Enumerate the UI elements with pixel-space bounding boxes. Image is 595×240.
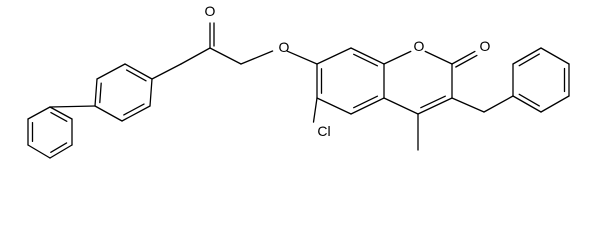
biphenyl-ring-bond <box>121 105 151 122</box>
chlorine-label: Cl <box>317 123 330 139</box>
benzyl-aryl-bond <box>483 95 514 113</box>
benzyl-phenyl-ring-bond <box>540 95 570 113</box>
ether-oxygen-label: O <box>279 39 290 55</box>
coumarin-benzo-ring-bond <box>350 47 385 65</box>
benzyl-phenyl-ring-bond <box>540 47 570 65</box>
phenyl-ring-double-bond <box>50 111 68 122</box>
biphenyl-ring-double-bond <box>125 69 147 82</box>
lactone-carbonyl-bond-a <box>451 50 476 65</box>
biphenyl-ring-double-bond <box>99 82 102 104</box>
coumarin-benzo-ring-double-bond <box>353 95 379 109</box>
biaryl-bond <box>49 105 96 108</box>
pyrone-double-bond-inner <box>420 95 446 109</box>
biphenyl-ring-bond <box>149 78 153 107</box>
biphenyl-ring-double-bond <box>123 103 145 116</box>
benzyl-phenyl-ring-double-bond <box>518 53 540 67</box>
pyrone-fused-bond <box>383 97 419 115</box>
chloro-bond <box>312 97 318 123</box>
methylene-bond <box>209 47 242 65</box>
carbonyl-oxygen-label: O <box>480 38 491 54</box>
lactone-carbonyl-bond-b <box>455 54 478 68</box>
biphenyl-ring-bond <box>94 105 123 122</box>
coumarin-benzo-ring-bond <box>316 97 352 115</box>
aryl-carbonyl-bond <box>151 63 182 80</box>
bond-lines <box>27 22 570 159</box>
benzyl-phenyl-ring-bond <box>512 47 542 65</box>
benzyl-phenyl-ring-double-bond <box>518 93 540 107</box>
ether-aryl-bond <box>286 50 318 65</box>
ketone-oxygen-label: O <box>205 3 216 19</box>
biphenyl-ring-bond <box>96 63 126 80</box>
phenyl-ring-bond <box>27 106 51 120</box>
ring-oxygen-bond <box>383 50 412 65</box>
phenyl-ring-bond <box>49 144 73 159</box>
coumarin-benzo-ring-bond <box>350 97 385 115</box>
phenyl-ring-bond <box>27 144 51 159</box>
biphenyl-ring-bond <box>124 63 153 80</box>
phenyl-ring-double-bond <box>50 142 68 153</box>
phenyl-ring-bond <box>49 106 73 120</box>
carbonyl-bond <box>180 47 211 65</box>
benzyl-methylene-bond <box>451 97 485 113</box>
coumarin-benzo-ring-double-bond <box>353 53 379 67</box>
biphenyl-ring-bond <box>94 78 98 107</box>
lactone-bond <box>424 50 453 65</box>
benzyl-phenyl-ring-bond <box>512 95 542 113</box>
ether-bond <box>240 50 274 65</box>
pyrone-double-bond <box>417 97 453 115</box>
ring-oxygen-label: O <box>414 38 425 54</box>
chemical-structure-diagram: O O O O Cl <box>27 3 570 159</box>
coumarin-benzo-ring-bond <box>316 47 352 65</box>
